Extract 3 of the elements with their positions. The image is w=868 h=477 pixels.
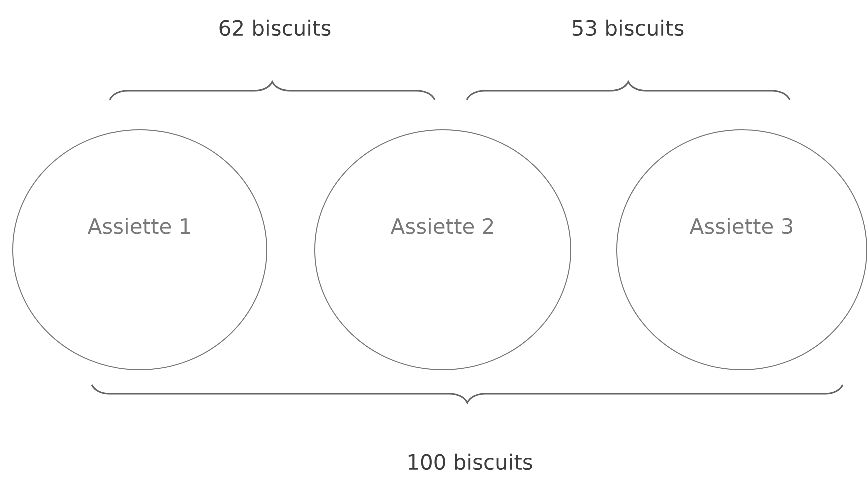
brace-label: 62 biscuits bbox=[220, 20, 331, 36]
brace-label: 100 biscuits bbox=[408, 454, 532, 470]
brace-label: 53 biscuits bbox=[572, 20, 684, 36]
